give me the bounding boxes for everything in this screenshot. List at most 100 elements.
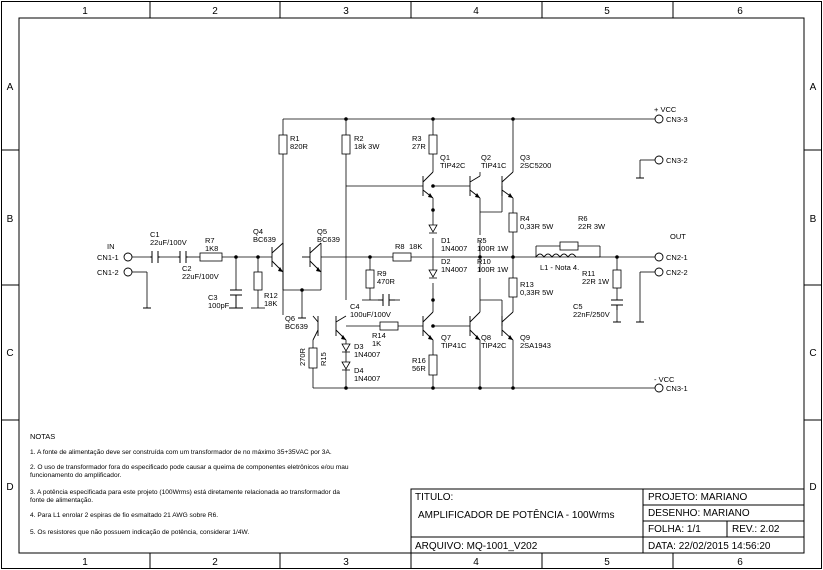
r12-value: 18K bbox=[264, 299, 277, 308]
cn3-3-terminal bbox=[654, 114, 664, 124]
cn3-1-label: CN3-1 bbox=[666, 384, 688, 393]
d3-value: 1N4007 bbox=[354, 350, 380, 359]
r4-ref: R4 bbox=[520, 214, 530, 223]
ground-marks bbox=[143, 177, 644, 323]
r13-value: 0,33R 5W bbox=[520, 288, 554, 297]
q8-ref: Q8 bbox=[481, 333, 491, 342]
r5-ref: R5 bbox=[477, 236, 487, 245]
q3-ref: Q3 bbox=[520, 153, 530, 162]
r2-ref: R2 bbox=[354, 134, 364, 143]
row-right-b: B bbox=[810, 214, 817, 225]
r7-ref: R7 bbox=[205, 236, 215, 245]
titulo-value: AMPLIFICADOR DE POTÊNCIA - 100Wrms bbox=[418, 508, 615, 521]
col-top-4: 4 bbox=[473, 6, 479, 17]
r15-ref: R15 bbox=[319, 352, 328, 366]
row-left-c: C bbox=[6, 348, 13, 359]
r13-ref: R13 bbox=[520, 280, 534, 289]
title-block: TITULO: AMPLIFICADOR DE POTÊNCIA - 100Wr… bbox=[410, 488, 805, 554]
r9-ref: R9 bbox=[377, 269, 387, 278]
r4-value: 0,33R 5W bbox=[520, 222, 554, 231]
d1-value: 1N4007 bbox=[441, 244, 467, 253]
q5-value: BC639 bbox=[317, 235, 340, 244]
r1-value: 820R bbox=[290, 142, 309, 151]
q9-value: 2SA1943 bbox=[520, 341, 551, 350]
note-line-3b: fonte de alimentação. bbox=[30, 497, 93, 504]
out-label: OUT bbox=[670, 232, 686, 241]
q8-value: TIP42C bbox=[481, 341, 507, 350]
r7-value: 1K8 bbox=[205, 244, 218, 253]
c3-ref: C3 bbox=[208, 293, 218, 302]
vcc-pos-label: + VCC bbox=[654, 105, 677, 114]
c2-value: 22uF/100V bbox=[182, 272, 219, 281]
arquivo-field: ARQUIVO: MQ-1001_V202 bbox=[415, 541, 538, 552]
c5-value: 22nF/250V bbox=[573, 310, 610, 319]
q6-value: BC639 bbox=[285, 322, 308, 331]
cn1-2-terminal bbox=[123, 267, 133, 277]
col-bottom-5: 5 bbox=[604, 557, 610, 568]
note-line-2b: funcionamento do amplificador. bbox=[30, 472, 121, 479]
row-left-b: B bbox=[7, 214, 14, 225]
inner-frame bbox=[18, 17, 805, 554]
data-field: DATA: 22/02/2015 14:56:20 bbox=[648, 541, 771, 552]
r3-ref: R3 bbox=[412, 134, 422, 143]
inductor-coil bbox=[535, 253, 577, 258]
c5-ref: C5 bbox=[573, 302, 583, 311]
q6-ref: Q6 bbox=[285, 314, 295, 323]
resistor-bodies bbox=[199, 134, 622, 376]
r2-value: 18k 3W bbox=[354, 142, 380, 151]
cn3-3-label: CN3-3 bbox=[666, 115, 688, 124]
d4-ref: D4 bbox=[354, 366, 364, 375]
diode-symbols bbox=[341, 224, 438, 371]
col-bottom-2: 2 bbox=[212, 557, 218, 568]
q3-value: 2SC5200 bbox=[520, 161, 551, 170]
note-line-5: 5. Os resistores que não possuem indicaç… bbox=[30, 529, 249, 536]
notes-title: NOTAS bbox=[30, 432, 55, 441]
in-label: IN bbox=[107, 242, 115, 251]
row-right-a: A bbox=[810, 82, 817, 93]
d1-ref: D1 bbox=[441, 236, 451, 245]
r8-value: 18K bbox=[409, 242, 422, 251]
col-bottom-3: 3 bbox=[343, 557, 349, 568]
r12-ref: R12 bbox=[264, 291, 278, 300]
cn3-2-terminal bbox=[654, 155, 664, 165]
r6-value: 22R 3W bbox=[578, 222, 606, 231]
col-top-5: 5 bbox=[604, 6, 610, 17]
r10-value: 100R 1W bbox=[477, 265, 509, 274]
row-right-d: D bbox=[809, 482, 816, 493]
junctions bbox=[234, 117, 619, 390]
cn2-1-terminal bbox=[654, 252, 664, 262]
c3-value: 100pF bbox=[208, 301, 230, 310]
col-top-3: 3 bbox=[343, 6, 349, 17]
r16-value: 56R bbox=[412, 364, 426, 373]
q1-ref: Q1 bbox=[440, 153, 450, 162]
r11-ref: R11 bbox=[582, 269, 595, 278]
note-line-1: 1. A fonte de alimentação deve ser const… bbox=[30, 449, 332, 456]
desenho-field: DESENHO: MARIANO bbox=[648, 508, 750, 519]
q7-value: TIP41C bbox=[441, 341, 467, 350]
col-bottom-4: 4 bbox=[473, 557, 479, 568]
q9-ref: Q9 bbox=[520, 333, 530, 342]
col-top-6: 6 bbox=[737, 6, 743, 17]
note-line-3: 3. A potência especificada para este pro… bbox=[30, 489, 340, 496]
r14-value: 1K bbox=[372, 339, 381, 348]
note-line-2: 2. O uso de transformador fora do especi… bbox=[30, 464, 349, 471]
q4-ref: Q4 bbox=[253, 227, 263, 236]
r16-ref: R16 bbox=[412, 356, 426, 365]
cn3-1-terminal bbox=[654, 383, 664, 393]
c4-ref: C4 bbox=[350, 302, 360, 311]
q1-value: TIP42C bbox=[440, 161, 466, 170]
notes-block: NOTAS 1. A fonte de alimentação deve ser… bbox=[30, 432, 349, 536]
col-top-2: 2 bbox=[212, 6, 218, 17]
r1-ref: R1 bbox=[290, 134, 300, 143]
d2-value: 1N4007 bbox=[441, 265, 467, 274]
r5-value: 100R 1W bbox=[477, 244, 509, 253]
col-bottom-6: 6 bbox=[737, 557, 743, 568]
d4-value: 1N4007 bbox=[354, 374, 380, 383]
r3-value: 27R bbox=[412, 142, 426, 151]
q2-value: TIP41C bbox=[481, 161, 507, 170]
vcc-neg-label: - VCC bbox=[654, 375, 675, 384]
r6-ref: R6 bbox=[578, 214, 588, 223]
